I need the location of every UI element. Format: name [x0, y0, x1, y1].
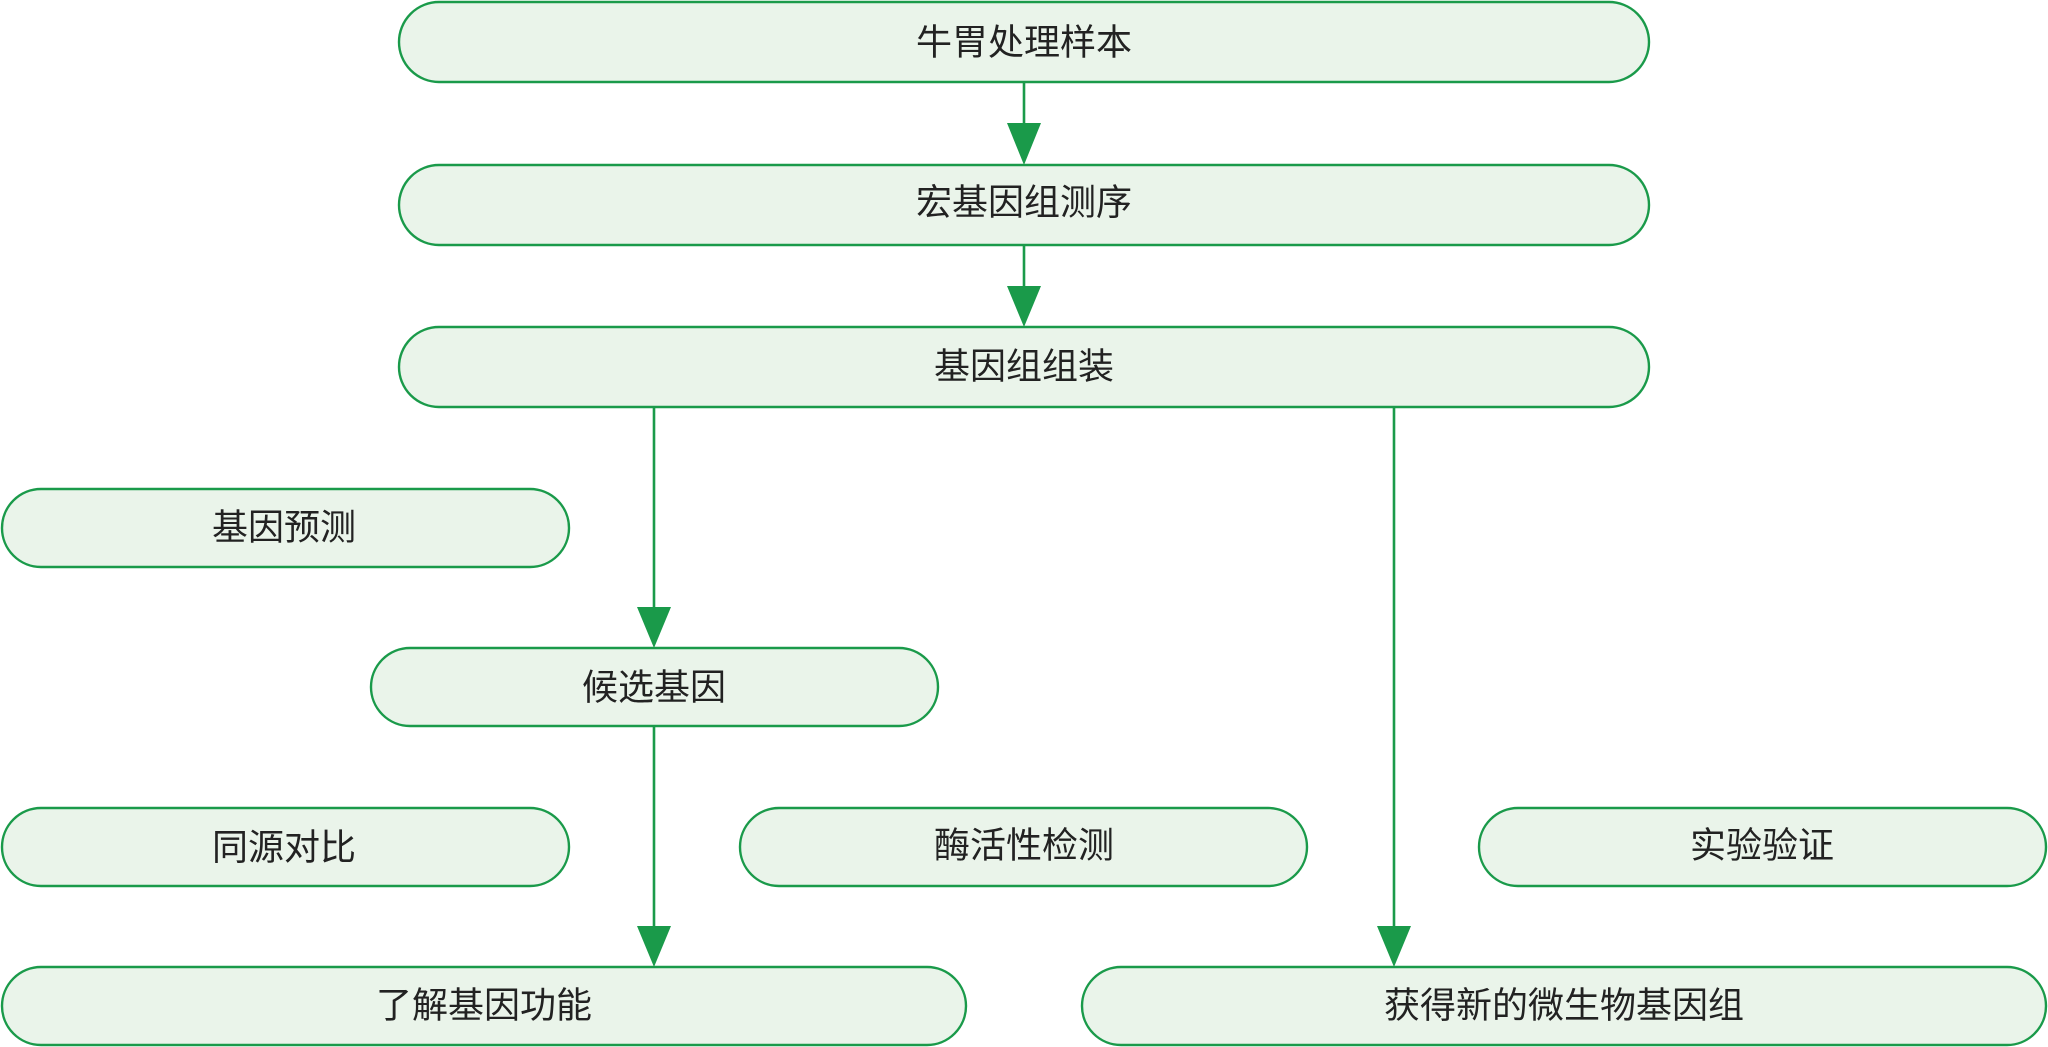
node-homology: 同源对比 [0, 806, 571, 888]
node-candidate: 候选基因 [369, 646, 940, 728]
node-function: 了解基因功能 [0, 965, 968, 1047]
node-candidate-label: 候选基因 [582, 668, 726, 709]
node-sample: 牛胃处理样本 [397, 0, 1651, 84]
node-sequencing: 宏基因组测序 [397, 163, 1651, 247]
arrow-head-sequencing [1007, 123, 1041, 165]
node-function-label: 了解基因功能 [376, 986, 592, 1027]
edges [637, 83, 1411, 967]
node-prediction-label: 基因预测 [212, 508, 356, 549]
node-assembly: 基因组组装 [397, 325, 1651, 409]
node-enzyme: 酶活性检测 [738, 806, 1309, 888]
node-prediction: 基因预测 [0, 487, 571, 569]
node-validation-label: 实验验证 [1690, 826, 1834, 867]
node-enzyme-label: 酶活性检测 [934, 826, 1114, 867]
node-sample-label: 牛胃处理样本 [916, 23, 1132, 64]
node-genome: 获得新的微生物基因组 [1080, 965, 2048, 1047]
node-sequencing-label: 宏基因组测序 [916, 183, 1132, 224]
arrow-head-assembly [1007, 286, 1041, 327]
node-homology-label: 同源对比 [212, 828, 356, 869]
node-assembly-label: 基因组组装 [934, 347, 1114, 388]
arrow-head-function [637, 926, 671, 967]
arrow-head-candidate [637, 607, 671, 648]
arrow-head-genome [1377, 926, 1411, 967]
node-genome-label: 获得新的微生物基因组 [1384, 986, 1744, 1027]
node-validation: 实验验证 [1477, 806, 2048, 888]
